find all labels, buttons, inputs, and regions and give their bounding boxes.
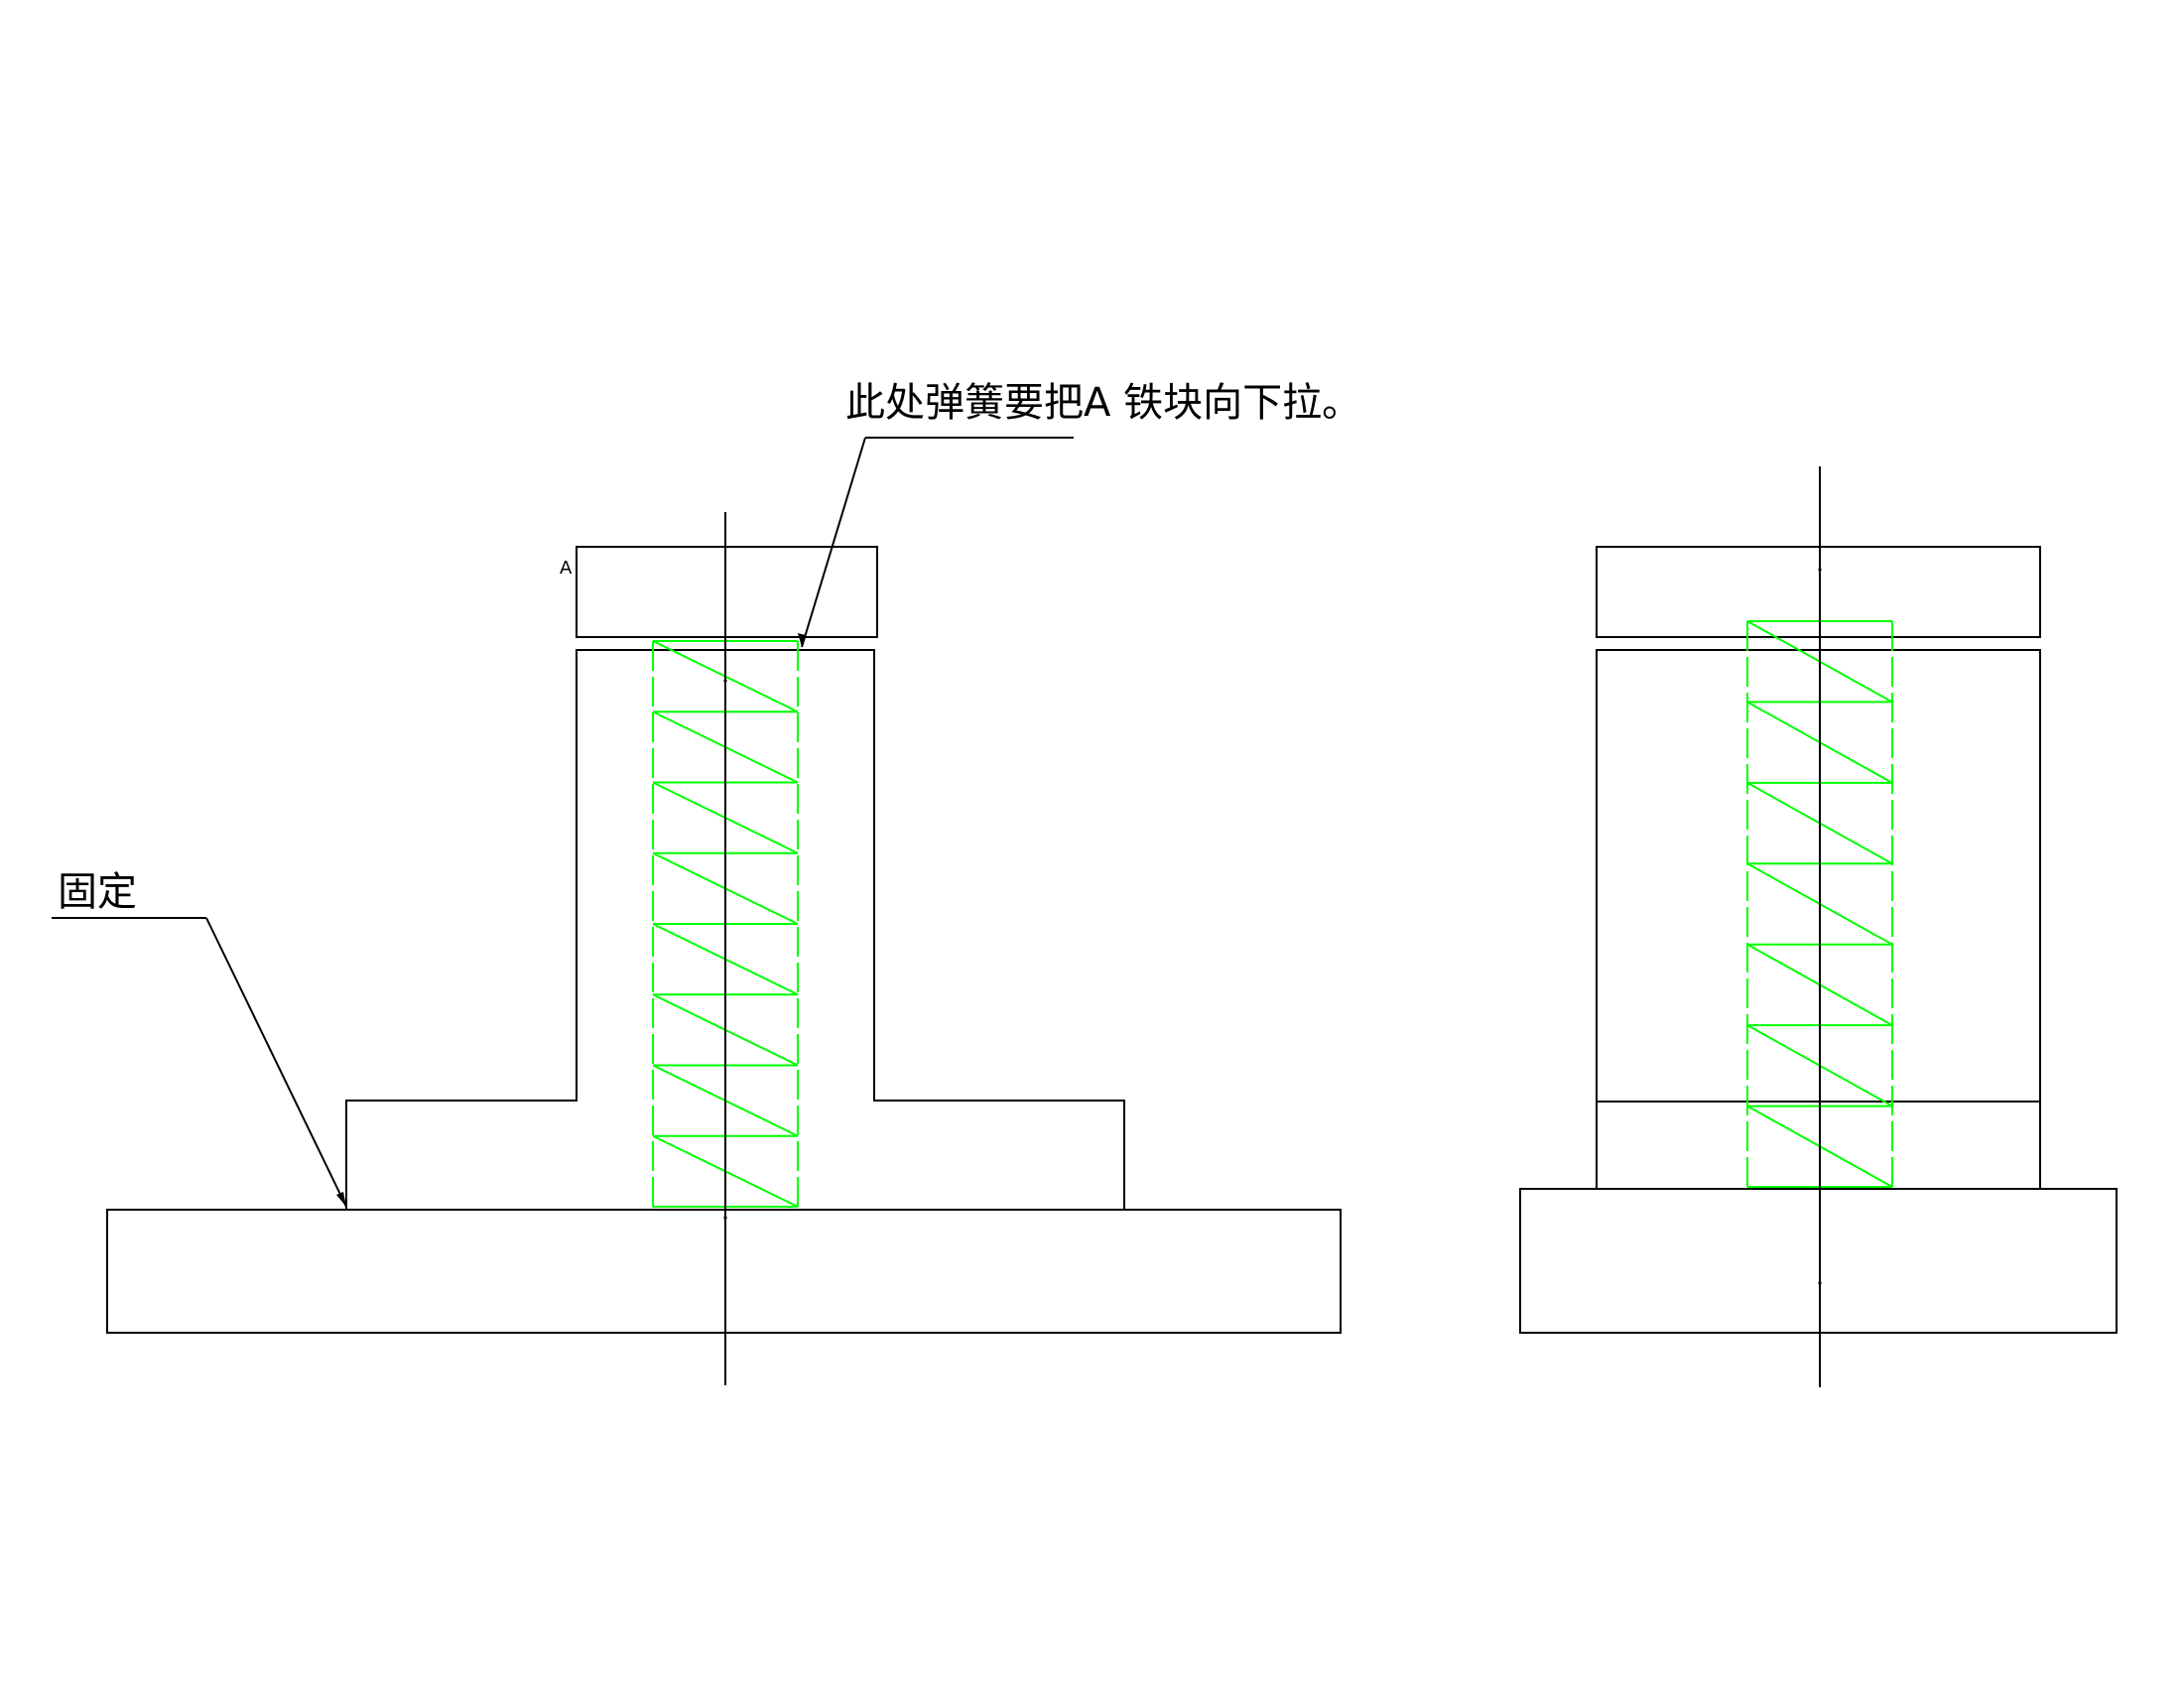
right-base-plate xyxy=(1519,1188,2118,1334)
spring-leader-arrowhead xyxy=(798,633,806,647)
right-axis-mark xyxy=(1818,568,1822,572)
right-axis-mark xyxy=(1818,1281,1822,1285)
left-base-plate xyxy=(106,1209,1342,1334)
spring-note-text: 此处弹簧要把A 铁块向下拉。 xyxy=(845,380,1361,426)
block-a-label: A xyxy=(560,558,573,579)
spring-callout: 此处弹簧要把A 铁块向下拉。 xyxy=(798,380,1361,648)
right-view xyxy=(1519,466,2118,1387)
left-axis-mark xyxy=(723,679,727,683)
right-block-body xyxy=(1596,649,2041,1190)
left-axis-mark xyxy=(723,1216,727,1220)
fixed-note-text: 固定 xyxy=(58,869,137,915)
right-top-block xyxy=(1596,546,2041,638)
left-view xyxy=(106,512,1342,1385)
fixed-leader-line xyxy=(205,917,347,1208)
left-t-bracket xyxy=(345,649,1125,1210)
fixed-callout: 固定 xyxy=(52,869,347,1208)
spring-leader-line xyxy=(801,437,866,648)
fixed-leader-arrowhead xyxy=(336,1192,346,1207)
iron-block-a xyxy=(576,546,878,638)
